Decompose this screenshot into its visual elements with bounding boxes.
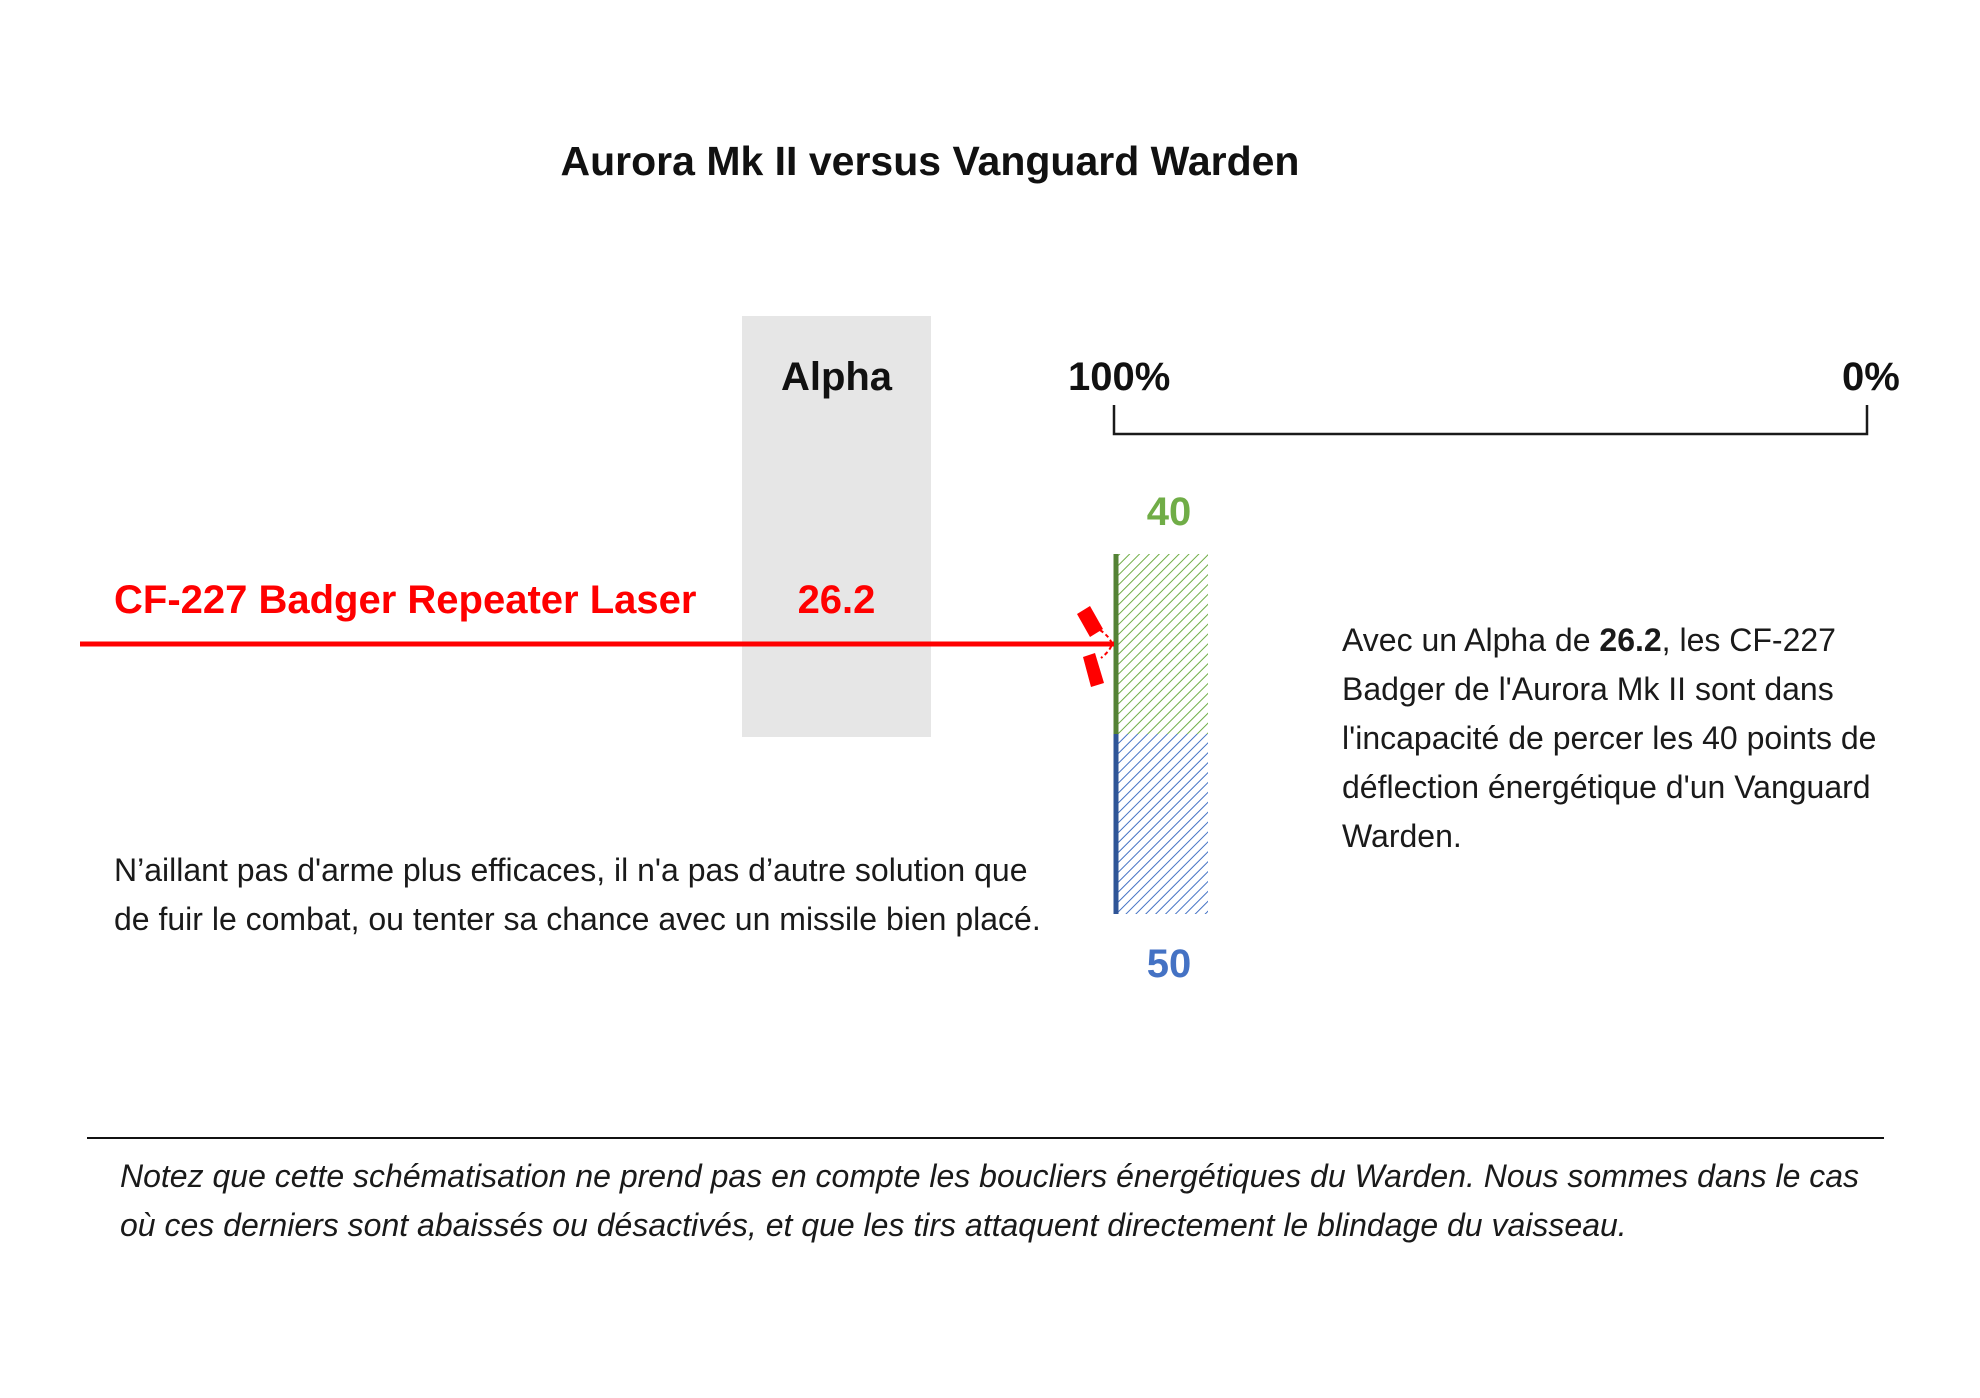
armor-bar xyxy=(1114,734,1208,914)
deflection-bar xyxy=(1114,554,1208,734)
footnote-text: Notez que cette schématisation ne prend … xyxy=(120,1158,1860,1243)
scale-max-label: 100% xyxy=(1068,355,1171,399)
explanation-text: Avec un Alpha de 26.2, les CF-227 Badger… xyxy=(1342,616,1902,861)
weapon-label: CF-227 Badger Repeater Laser xyxy=(114,578,697,622)
diagram-title: Aurora Mk II versus Vanguard Warden xyxy=(560,138,1300,184)
scale-min-label: 0% xyxy=(1842,355,1900,399)
alpha-value: 26.2 xyxy=(797,578,876,622)
scale-bracket xyxy=(1112,405,1869,436)
footnote-divider xyxy=(87,1137,1884,1139)
explanation-alpha-value: 26.2 xyxy=(1599,622,1662,658)
explanation-prefix: Avec un Alpha de xyxy=(1342,622,1600,658)
alpha-header: Alpha xyxy=(780,355,893,399)
conclusion-text: N’aillant pas d'arme plus efficaces, il … xyxy=(114,852,1041,937)
alpha-column xyxy=(742,316,931,737)
impact-icon xyxy=(1077,606,1114,687)
armor-value: 50 xyxy=(1146,942,1192,986)
explanation-suffix: , les CF-227 Badger de l'Aurora Mk II so… xyxy=(1342,622,1877,854)
deflection-value: 40 xyxy=(1146,490,1192,534)
